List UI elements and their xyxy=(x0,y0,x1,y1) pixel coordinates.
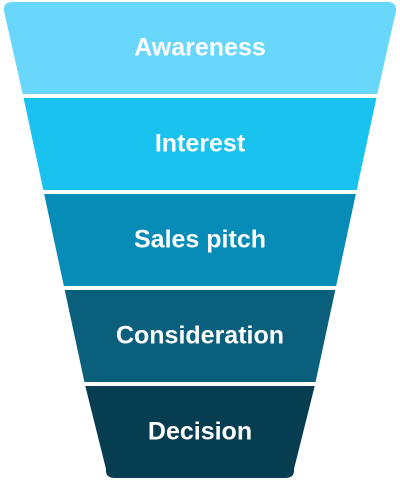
funnel-band-consideration xyxy=(64,290,336,382)
funnel-label-awareness: Awareness xyxy=(134,34,266,62)
funnel-stage-sales-pitch: Sales pitch xyxy=(44,194,356,286)
funnel-label-sales-pitch: Sales pitch xyxy=(134,226,266,254)
funnel-stage-consideration: Consideration xyxy=(64,290,336,382)
funnel-band-interest xyxy=(23,98,377,190)
funnel-stage-awareness: Awareness xyxy=(3,2,397,94)
funnel-band-awareness xyxy=(3,2,397,94)
funnel-label-decision: Decision xyxy=(148,418,252,446)
funnel-label-consideration: Consideration xyxy=(116,322,284,350)
funnel-label-interest: Interest xyxy=(155,130,246,158)
funnel-band-decision xyxy=(85,386,315,478)
funnel-stage-interest: Interest xyxy=(23,98,377,190)
funnel-band-sales-pitch xyxy=(44,194,356,286)
funnel-stage-decision: Decision xyxy=(85,386,315,478)
